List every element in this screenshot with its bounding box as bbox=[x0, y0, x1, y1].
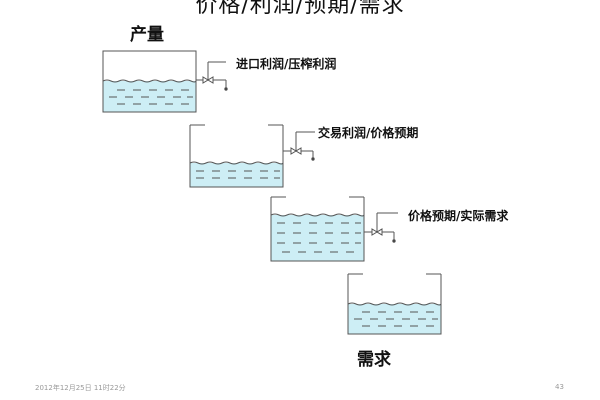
demand-label: 需求 bbox=[357, 350, 391, 370]
tank-demand bbox=[347, 273, 442, 335]
water-fill bbox=[271, 215, 364, 261]
water-surface bbox=[189, 161, 284, 165]
water-dashes bbox=[277, 222, 361, 253]
tank-outline bbox=[189, 124, 284, 188]
water-fill bbox=[190, 163, 283, 187]
slide-title: 价格/利润/预期/需求 bbox=[195, 0, 405, 18]
production-label: 产量 bbox=[130, 25, 164, 45]
footer-date: 2012年12月25日 11时22分 bbox=[35, 384, 126, 392]
valve-label-2: 交易利润/价格预期 bbox=[318, 126, 419, 140]
valve-icon bbox=[364, 212, 398, 243]
water-surface bbox=[102, 79, 197, 83]
tank-production bbox=[102, 50, 228, 113]
valve-label-1: 进口利润/压榨利润 bbox=[236, 57, 337, 71]
water-dashes bbox=[354, 311, 438, 327]
water-surface bbox=[270, 213, 365, 217]
valve-icon bbox=[283, 131, 315, 161]
water-surface bbox=[347, 302, 442, 306]
water-dashes bbox=[196, 170, 280, 179]
tank-outline bbox=[102, 50, 197, 113]
water-dashes bbox=[109, 89, 193, 105]
tank-outline bbox=[347, 273, 442, 335]
tank-expectation bbox=[270, 196, 398, 262]
valve-label-3: 价格预期/实际需求 bbox=[408, 209, 509, 223]
page-number: 43 bbox=[555, 383, 564, 391]
valve-icon bbox=[196, 61, 228, 91]
tank-outline bbox=[270, 196, 365, 262]
tank-trade bbox=[189, 124, 315, 188]
